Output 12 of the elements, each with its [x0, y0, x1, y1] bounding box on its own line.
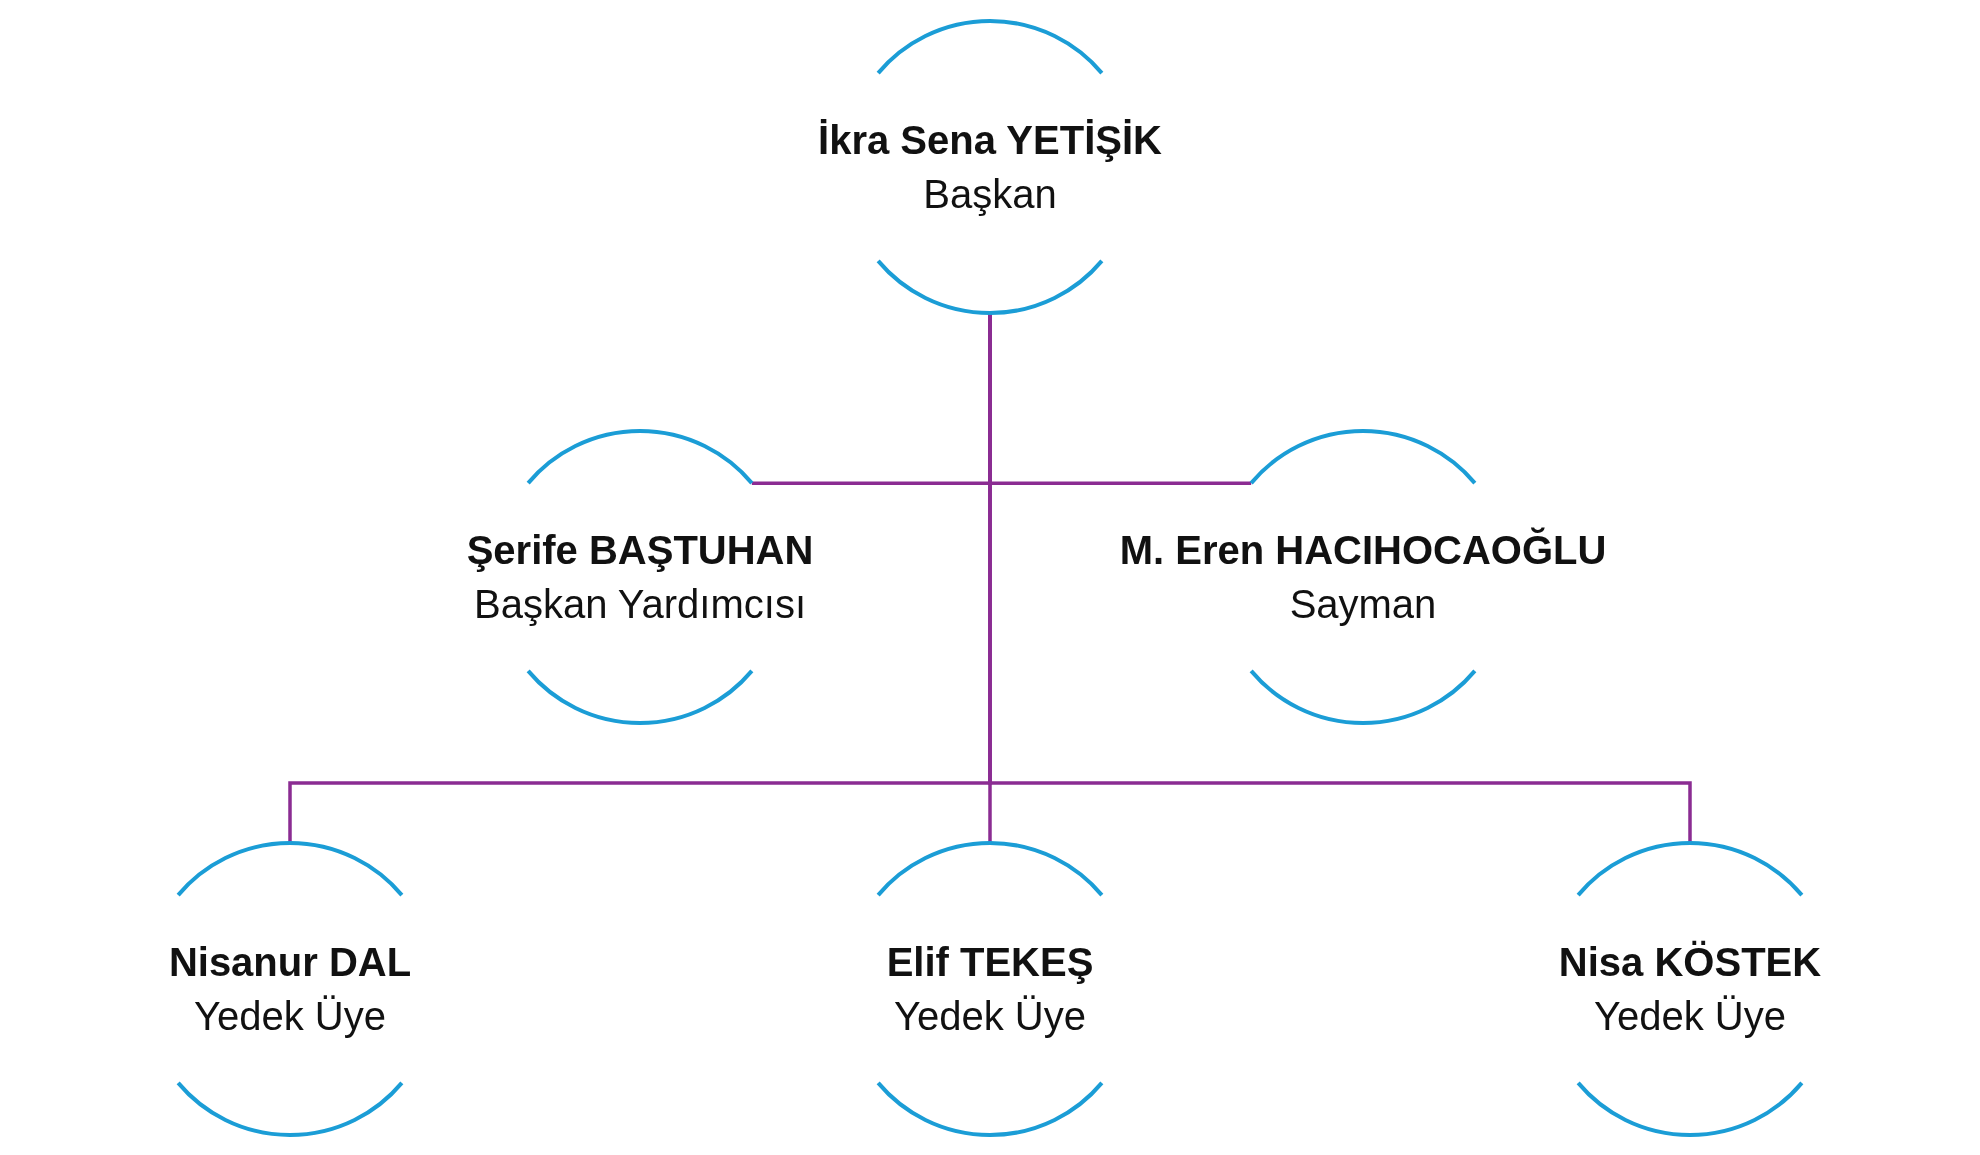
person-name: İkra Sena YETİŞİK — [818, 117, 1162, 164]
role-title: Başkan Yardımcısı — [474, 581, 806, 628]
role-title: Yedek Üye — [1594, 993, 1786, 1040]
role-title: Yedek Üye — [894, 993, 1086, 1040]
person-name: Şerife BAŞTUHAN — [466, 527, 814, 574]
person-name: Elif TEKEŞ — [886, 939, 1094, 986]
role-title: Başkan — [923, 171, 1057, 218]
person-name: Nisanur DAL — [168, 939, 412, 986]
person-name: Nisa KÖSTEK — [1558, 939, 1822, 986]
person-name: M. Eren HACIHOCAOĞLU — [1119, 526, 1607, 574]
role-title: Sayman — [1289, 581, 1437, 628]
role-title: Yedek Üye — [194, 993, 386, 1040]
